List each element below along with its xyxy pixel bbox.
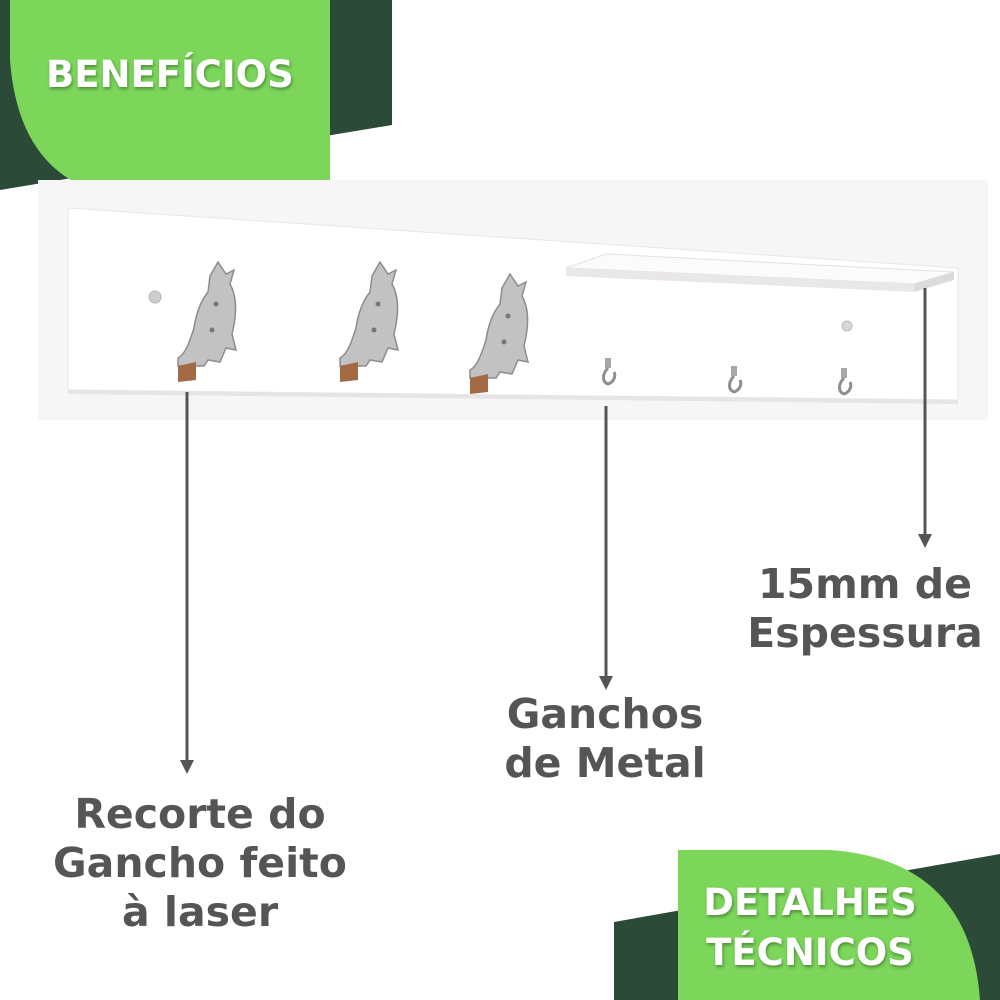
thickness-callout: 15mm de Espessura (745, 560, 985, 658)
laser-callout: Recorte do Gancho feito à laser (40, 790, 360, 938)
screw-hole-left (148, 290, 162, 304)
metal-hook-1 (602, 358, 617, 386)
cat-hook-1 (177, 260, 238, 382)
metal-arrow (599, 406, 613, 690)
laser-callout-line1: Recorte do (74, 790, 326, 838)
shelf (565, 253, 955, 292)
technical-details-badge: DETALHES TÉCNICOS (700, 878, 920, 978)
technical-details-line2: TÉCNICOS (706, 930, 914, 974)
laser-arrow (180, 392, 194, 774)
benefits-badge-label: BENEFÍCIOS (46, 53, 294, 96)
thickness-callout-line1: 15mm de (758, 560, 972, 608)
laser-callout-line2: Gancho feito (53, 839, 347, 888)
thickness-callout-line2: Espessura (747, 609, 983, 658)
thickness-arrow (918, 288, 932, 548)
metal-callout-line2: de Metal (504, 739, 706, 788)
cat-hook-2 (339, 260, 400, 382)
bottom-badge-shape (614, 850, 1000, 1000)
screw-hole-right (841, 320, 853, 332)
technical-details-line1: DETALHES (703, 881, 917, 924)
metal-hook-2 (728, 366, 743, 394)
metal-hook-3 (838, 368, 853, 396)
metal-callout-line1: Ganchos (506, 690, 704, 738)
top-badge-shape (0, 0, 392, 200)
metal-callout: Ganchos de Metal (490, 690, 720, 788)
cat-hook-3 (469, 272, 530, 394)
product-image (38, 180, 988, 420)
laser-callout-line3: à laser (121, 888, 279, 937)
